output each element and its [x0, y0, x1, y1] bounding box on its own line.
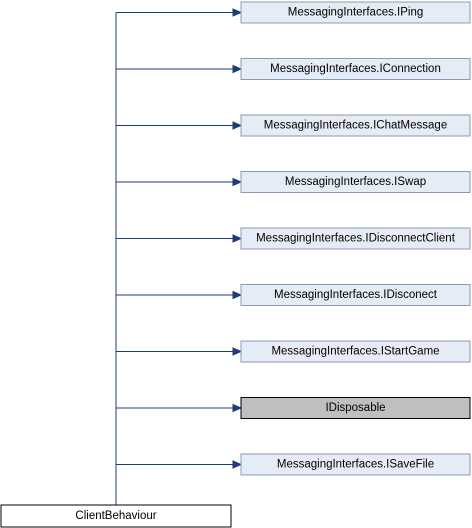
node-box — [240, 171, 471, 193]
node-label: IDisposable — [325, 402, 385, 414]
node-messaginginterfaces-ichatmessage[interactable]: MessagingInterfaces.IChatMessage — [240, 114, 471, 137]
node-label: MessagingInterfaces.ISwap — [285, 176, 426, 188]
arrowhead-messaginginterfaces-isavefile — [232, 460, 243, 469]
node-label: MessagingInterfaces.IDisconnectClient — [256, 233, 456, 245]
node-box — [240, 58, 471, 80]
node-clientbehaviour[interactable]: ClientBehaviour — [0, 504, 232, 528]
root-label: ClientBehaviour — [75, 510, 156, 522]
node-messaginginterfaces-idisconnectclient[interactable]: MessagingInterfaces.IDisconnectClient — [240, 227, 471, 250]
root-box — [0, 504, 232, 528]
inheritance-edges — [115, 8, 243, 505]
arrowhead-messaginginterfaces-iswap — [232, 177, 243, 187]
arrowhead-messaginginterfaces-iconnection — [232, 64, 243, 74]
node-box — [240, 397, 471, 419]
arrowhead-messaginginterfaces-ichatmessage — [232, 121, 243, 130]
node-label: MessagingInterfaces.IDisconect — [274, 289, 438, 301]
arrowhead-idisposable — [232, 403, 243, 413]
node-label: MessagingInterfaces.ISaveFile — [277, 459, 434, 471]
node-box — [240, 227, 471, 250]
node-box — [240, 284, 471, 306]
arrowhead-messaginginterfaces-iping — [232, 8, 243, 17]
node-messaginginterfaces-iping[interactable]: MessagingInterfaces.IPing — [240, 1, 471, 24]
arrowhead-messaginginterfaces-idisconect — [232, 290, 243, 300]
node-box — [240, 1, 471, 24]
node-label: MessagingInterfaces.IStartGame — [271, 346, 439, 358]
node-label: MessagingInterfaces.IPing — [288, 7, 424, 19]
arrowhead-messaginginterfaces-idisconnectclient — [232, 234, 243, 243]
arrowhead-messaginginterfaces-istartgame — [232, 347, 243, 356]
node-label: MessagingInterfaces.IChatMessage — [264, 120, 447, 132]
node-box — [240, 340, 471, 363]
node-label: MessagingInterfaces.IConnection — [270, 63, 441, 75]
node-messaginginterfaces-isavefile[interactable]: MessagingInterfaces.ISaveFile — [240, 453, 471, 476]
node-idisposable[interactable]: IDisposable — [240, 397, 471, 419]
node-messaginginterfaces-istartgame[interactable]: MessagingInterfaces.IStartGame — [240, 340, 471, 363]
node-messaginginterfaces-iconnection[interactable]: MessagingInterfaces.IConnection — [240, 58, 471, 80]
node-messaginginterfaces-idisconect[interactable]: MessagingInterfaces.IDisconect — [240, 284, 471, 306]
node-box — [240, 453, 471, 476]
node-box — [240, 114, 471, 137]
node-messaginginterfaces-iswap[interactable]: MessagingInterfaces.ISwap — [240, 171, 471, 193]
